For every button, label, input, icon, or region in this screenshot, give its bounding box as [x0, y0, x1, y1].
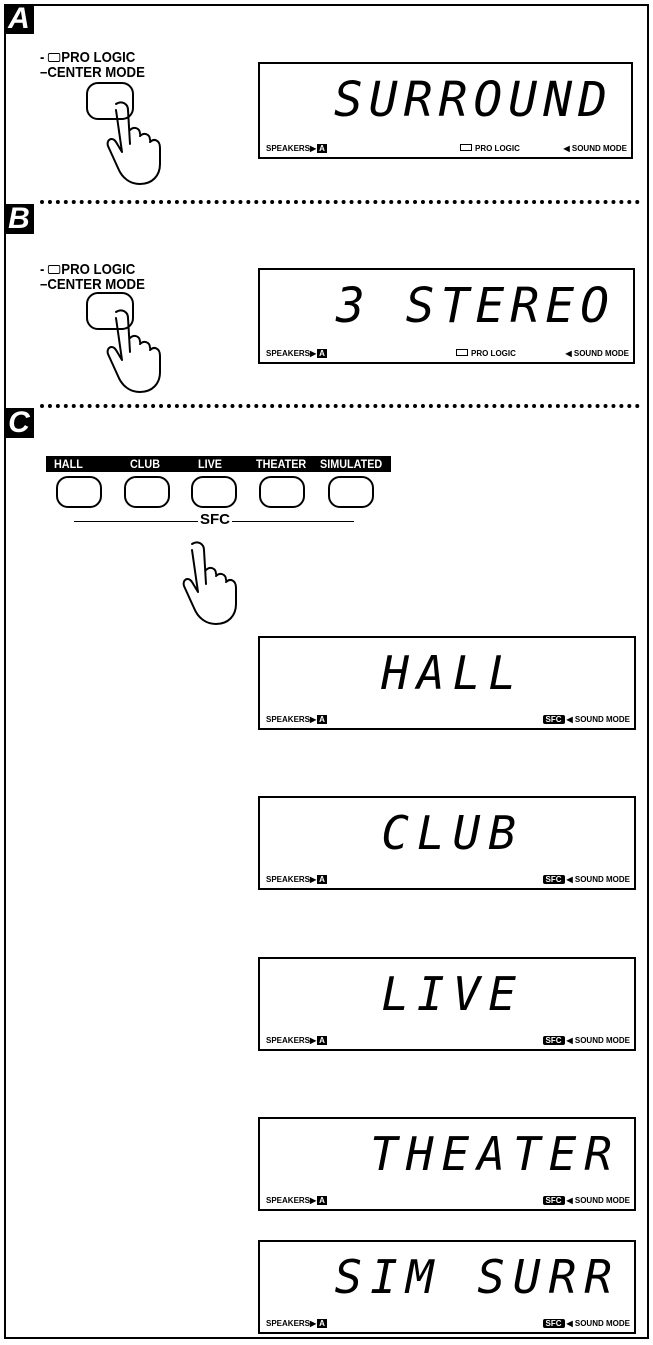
lcd-display-b: 3 STEREO SPEAKERS▶A PRO LOGIC ◀ SOUND MO… — [258, 268, 635, 364]
speakers-indicator: SPEAKERS▶A — [266, 1196, 327, 1205]
lcd-display-sim-surr: SIM SURR SPEAKERS▶A SFC◀ SOUND MODE — [258, 1240, 636, 1334]
dolby-icon — [48, 53, 60, 62]
simulated-label: SIMULATED — [320, 456, 382, 472]
sfc-sound-mode-indicator: SFC◀ SOUND MODE — [543, 1196, 631, 1205]
section-c-label: C — [4, 408, 34, 438]
sound-mode-indicator: ◀ SOUND MODE — [566, 349, 630, 358]
sound-mode-indicator: ◀ SOUND MODE — [564, 144, 628, 153]
pointing-hand-icon — [176, 540, 256, 630]
hall-label: HALL — [54, 456, 83, 472]
pro-logic-indicator: PRO LOGIC — [456, 349, 516, 358]
pro-logic-button-label-a: - PRO LOGIC –CENTER MODE — [40, 50, 145, 80]
hall-button[interactable] — [56, 476, 102, 508]
lcd-display-club: CLUB SPEAKERS▶A SFC◀ SOUND MODE — [258, 796, 636, 890]
speakers-indicator: SPEAKERS▶A — [266, 715, 327, 724]
section-divider — [40, 200, 640, 204]
live-button[interactable] — [191, 476, 237, 508]
display-text: HALL — [260, 646, 524, 700]
sfc-sound-mode-indicator: SFC◀ SOUND MODE — [543, 1036, 631, 1045]
section-a-label: A — [4, 4, 34, 34]
theater-label: THEATER — [256, 456, 306, 472]
speakers-indicator: SPEAKERS▶A — [266, 349, 327, 358]
simulated-button[interactable] — [328, 476, 374, 508]
sfc-sound-mode-indicator: SFC◀ SOUND MODE — [543, 875, 631, 884]
sfc-sound-mode-indicator: SFC◀ SOUND MODE — [543, 715, 631, 724]
lcd-display-a: SURROUND SPEAKERS▶A PRO LOGIC ◀ SOUND MO… — [258, 62, 633, 159]
display-text: SIM SURR — [260, 1250, 620, 1304]
lcd-display-live: LIVE SPEAKERS▶A SFC◀ SOUND MODE — [258, 957, 636, 1051]
lcd-display-theater: THEATER SPEAKERS▶A SFC◀ SOUND MODE — [258, 1117, 636, 1211]
dolby-icon — [456, 349, 468, 356]
dolby-icon — [460, 144, 472, 151]
section-divider — [40, 404, 640, 408]
club-label: CLUB — [130, 456, 160, 472]
lcd-display-hall: HALL SPEAKERS▶A SFC◀ SOUND MODE — [258, 636, 636, 730]
sfc-label-bar: HALL CLUB LIVE THEATER SIMULATED — [46, 456, 391, 472]
display-text: LIVE — [260, 967, 524, 1021]
theater-button[interactable] — [259, 476, 305, 508]
pro-logic-button-label-b: - PRO LOGIC –CENTER MODE — [40, 262, 145, 292]
sfc-caption: SFC — [198, 511, 232, 528]
pro-logic-indicator: PRO LOGIC — [460, 144, 520, 153]
dolby-icon — [48, 265, 60, 274]
speakers-indicator: SPEAKERS▶A — [266, 1036, 327, 1045]
display-text: THEATER — [260, 1127, 620, 1181]
live-label: LIVE — [198, 456, 222, 472]
speakers-indicator: SPEAKERS▶A — [266, 875, 327, 884]
pointing-hand-icon — [100, 100, 180, 190]
sfc-sound-mode-indicator: SFC◀ SOUND MODE — [543, 1319, 631, 1328]
club-button[interactable] — [124, 476, 170, 508]
speakers-indicator: SPEAKERS▶A — [266, 1319, 327, 1328]
display-text: 3 STEREO — [260, 278, 615, 334]
display-text: CLUB — [260, 806, 524, 860]
pointing-hand-icon — [100, 308, 180, 398]
speakers-indicator: SPEAKERS▶A — [266, 144, 327, 153]
display-text: SURROUND — [260, 72, 613, 128]
section-b-label: B — [4, 204, 34, 234]
